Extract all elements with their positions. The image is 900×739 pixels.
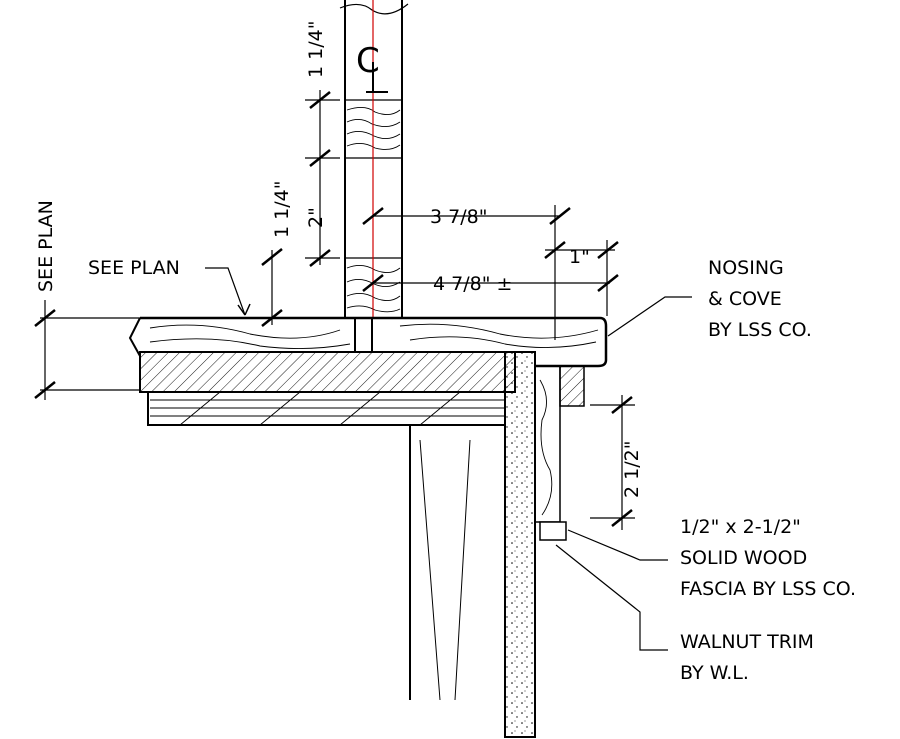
dim-lower-block: 1 1/4" [271, 181, 293, 238]
dim-see-plan: SEE PLAN [35, 200, 57, 292]
callout-trim-2: BY W.L. [680, 662, 749, 684]
callout-nosing-2: & COVE [708, 288, 782, 310]
dim-centerline-to-face: 3 7/8" [430, 206, 487, 228]
walnut-trim [539, 521, 567, 541]
callout-fascia-1: 1/2" x 2-1/2" [680, 516, 801, 538]
callout-fascia-3: FASCIA BY LSS CO. [680, 578, 856, 600]
dim-fascia-height: 2 1/2" [621, 441, 643, 498]
dim-nosing-projection: 1" [569, 246, 590, 268]
callout-nosing-1: NOSING [708, 257, 784, 279]
dim-top-block: 1 1/4" [305, 21, 327, 78]
fascia-assembly [535, 365, 585, 541]
callout-nosing-3: BY LSS CO. [708, 319, 812, 341]
callout-fascia-2: SOLID WOOD [680, 547, 807, 569]
callout-trim-1: WALNUT TRIM [680, 631, 814, 653]
callout-see-plan: SEE PLAN [88, 257, 180, 279]
dim-block-width: 2" [305, 207, 327, 228]
tread [128, 316, 608, 426]
centerline-symbol: C [356, 41, 380, 81]
dimension-lines [34, 90, 635, 530]
stringer [409, 351, 536, 738]
dim-centerline-to-nosing: 4 7/8" ± [433, 273, 512, 295]
leaders [205, 267, 692, 651]
